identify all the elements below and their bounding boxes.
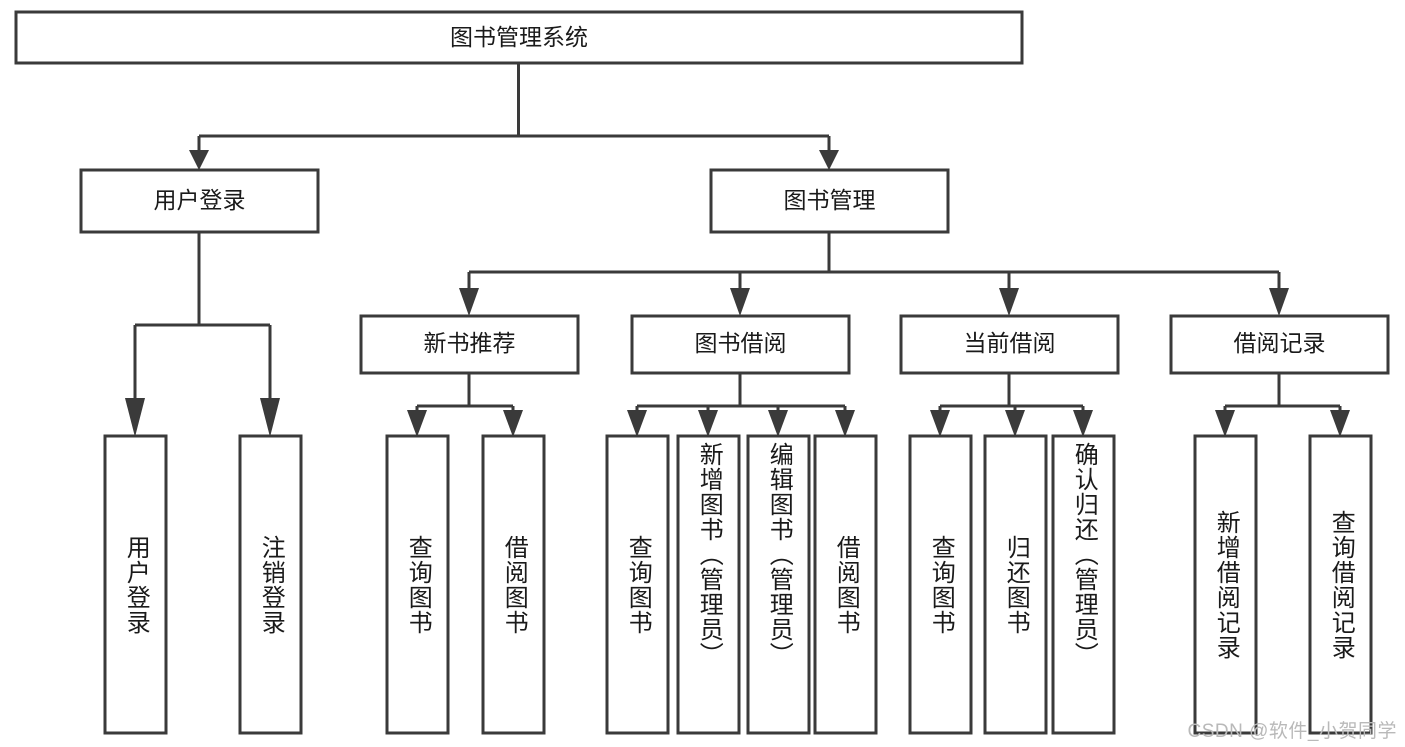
node-book-borrow-label: 图书借阅 — [695, 330, 787, 356]
node-leaf-edit-book[interactable] — [746, 434, 811, 735]
arrowhead-leaf-add-record — [1215, 410, 1235, 437]
arrowhead-user-login — [189, 150, 209, 170]
node-new-book-recommend-label: 新书推荐 — [424, 330, 516, 356]
node-leaf-user-login[interactable] — [103, 434, 168, 735]
node-leaf-return-book[interactable] — [983, 434, 1048, 735]
arrowhead-leaf-confirm-return — [1073, 410, 1093, 437]
node-root-label: 图书管理系统 — [450, 24, 588, 50]
node-leaf-borrow-book-2[interactable] — [813, 434, 878, 735]
node-book-borrow[interactable] — [630, 314, 851, 375]
node-borrow-record[interactable] — [1169, 314, 1390, 375]
arrowhead-leaf-add-book — [698, 410, 718, 437]
node-leaf-confirm-return[interactable] — [1051, 434, 1116, 735]
node-user-login-label: 用户登录 — [154, 187, 246, 213]
arrowhead-borrow-record — [1269, 288, 1289, 316]
arrowhead-leaf-return-book — [1005, 410, 1025, 437]
csdn-watermark: CSDN @软件_小贺同学 — [1187, 721, 1397, 742]
arrowhead-leaf-query-book-1 — [407, 410, 427, 437]
arrowhead-leaf-borrow-book-1 — [503, 410, 523, 437]
node-leaf-query-record[interactable] — [1308, 434, 1373, 735]
arrowhead-current-borrow — [999, 288, 1019, 316]
arrowhead-leaf-query-book-2 — [627, 410, 647, 437]
node-borrow-record-label: 借阅记录 — [1234, 330, 1326, 356]
arrowhead-leaf-borrow-book-2 — [835, 410, 855, 437]
arrowhead-leaf-user-login — [125, 398, 145, 437]
node-leaf-query-book-1[interactable] — [385, 434, 450, 735]
node-current-borrow[interactable] — [899, 314, 1120, 375]
node-root[interactable] — [14, 10, 1024, 65]
node-new-book-recommend[interactable] — [359, 314, 580, 375]
arrowhead-leaf-query-book-3 — [930, 410, 950, 437]
arrowhead-book-management — [819, 150, 839, 170]
node-leaf-logout[interactable] — [238, 434, 303, 735]
node-book-management[interactable] — [709, 168, 950, 234]
node-leaf-add-record[interactable] — [1193, 434, 1258, 735]
arrowhead-leaf-query-record — [1330, 410, 1350, 437]
arrowhead-new-book-recommend — [459, 288, 479, 316]
node-leaf-query-book-3[interactable] — [908, 434, 973, 735]
node-leaf-borrow-book-1[interactable] — [481, 434, 546, 735]
node-leaf-add-book[interactable] — [676, 434, 741, 735]
node-book-management-label: 图书管理 — [784, 187, 876, 213]
node-user-login[interactable] — [79, 168, 320, 234]
node-current-borrow-label: 当前借阅 — [964, 330, 1056, 356]
arrowhead-book-borrow — [730, 288, 750, 316]
arrowhead-leaf-logout — [260, 398, 280, 437]
arrowhead-leaf-edit-book — [768, 410, 788, 437]
node-leaf-query-book-2[interactable] — [605, 434, 670, 735]
